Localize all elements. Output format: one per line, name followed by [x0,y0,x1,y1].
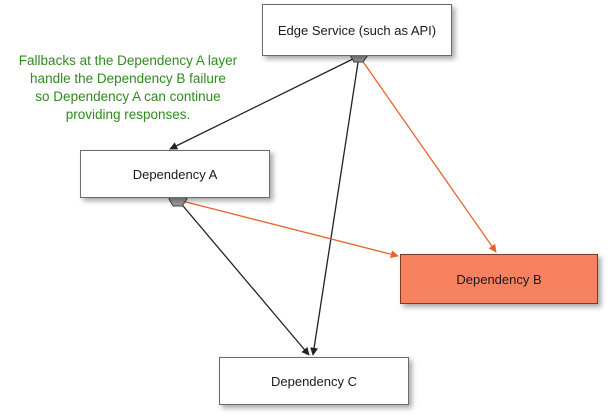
edge-service-label: Edge Service (such as API) [277,22,437,38]
arrow-dependency-a-to-dependency-b [177,199,399,259]
dependency-b-node: Dependency B [400,254,598,304]
edge-service-node: Edge Service (such as API) [262,4,452,56]
fallback-annotation: Fallbacks at the Dependency A layer hand… [0,52,256,124]
annotation-line: providing responses. [65,107,191,122]
dependency-c-label: Dependency C [271,373,357,389]
annotation-line: handle the Dependency B failure [30,71,226,86]
arrow-edge-to-dependency-b [358,55,497,253]
dependency-a-label: Dependency A [132,166,218,182]
annotation-line: so Dependency A can continue [35,89,221,104]
dependency-b-label: Dependency B [456,271,542,287]
annotation-line: Fallbacks at the Dependency A layer [18,53,238,68]
dependency-a-node: Dependency A [80,150,270,198]
arrow-edge-to-dependency-a [169,55,360,150]
dependency-c-node: Dependency C [219,357,409,405]
arrow-dependency-a-to-dependency-c [177,199,310,356]
arrow-edge-to-dependency-c [310,55,360,356]
